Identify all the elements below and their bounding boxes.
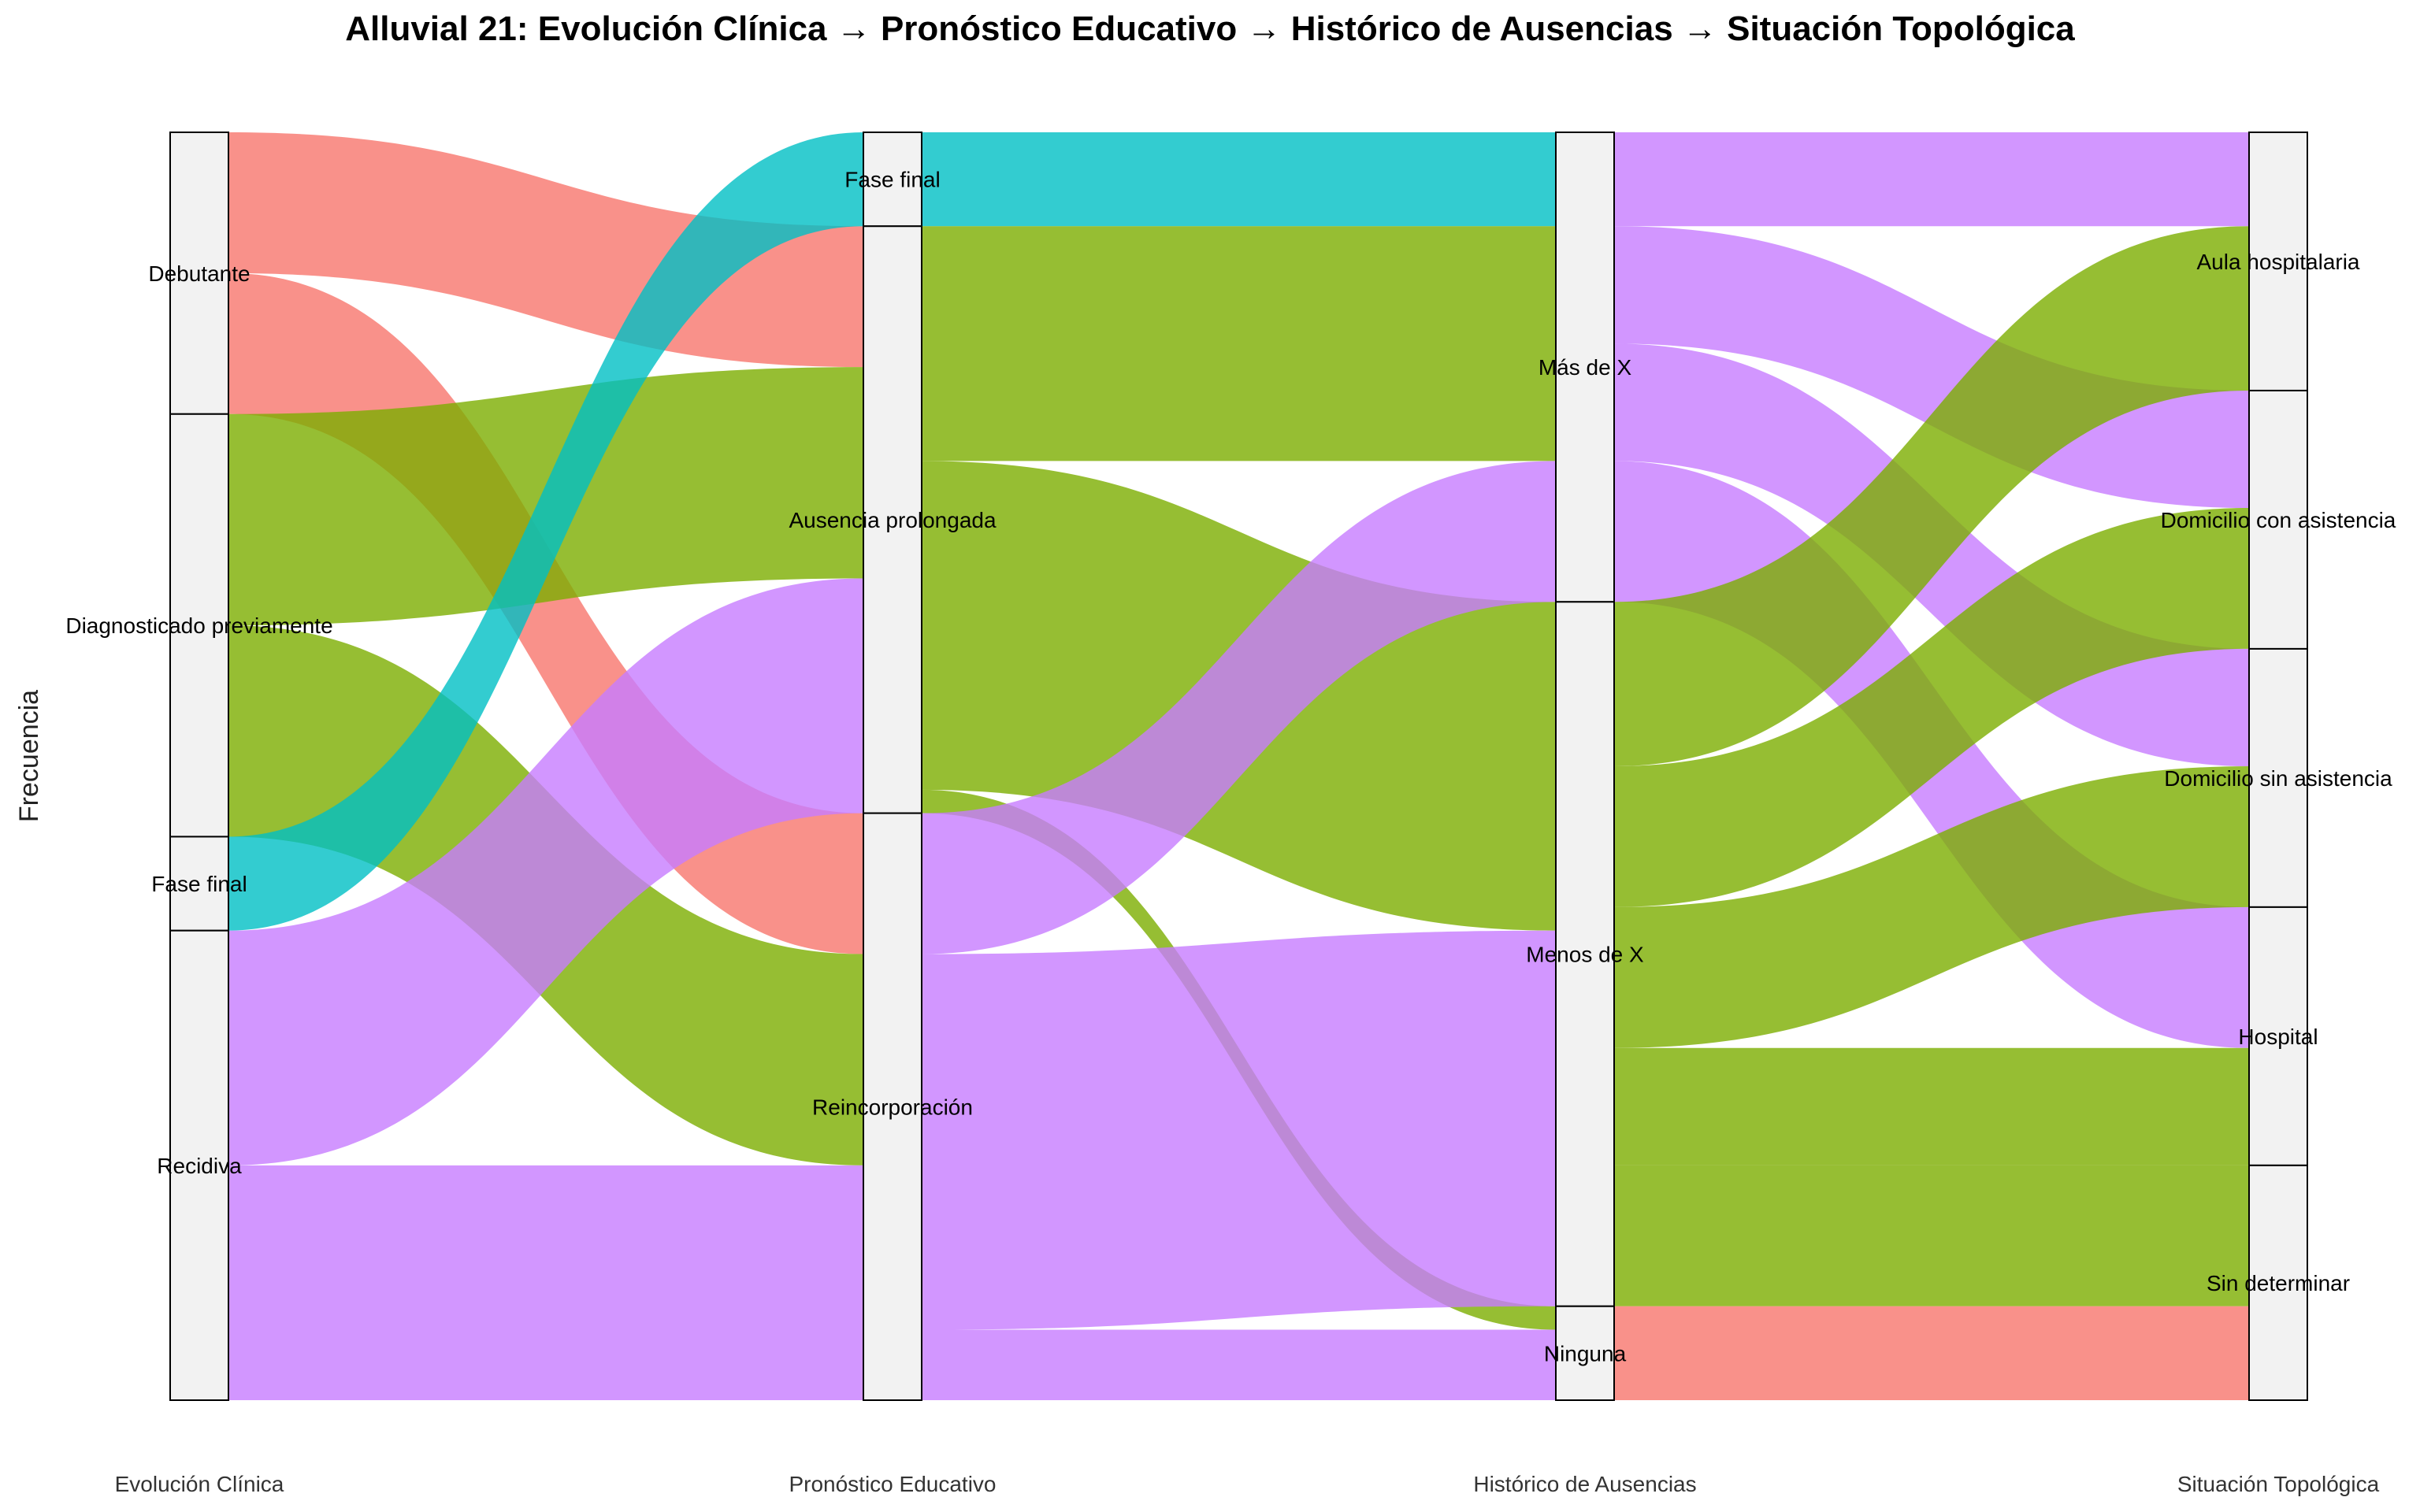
flow-recidiva-to-reincorporacion (228, 1165, 863, 1400)
flow-menos-de-x-to-hospital (1614, 1047, 2249, 1166)
stratum-historico-de-ausencias-mas-de-x (1555, 132, 1615, 603)
stratum-evolucion-clinica-diagnosticado-previamente (169, 413, 229, 838)
stratum-label-reincorporacion: Reincorporación (812, 1095, 973, 1119)
flow-menos-de-x-to-domicilio-con-asistencia (1614, 508, 2249, 907)
stratum-label-aula-hospitalaria: Aula hospitalaria (2196, 250, 2359, 274)
stratum-label-ausencia-prolongada: Ausencia prolongada (789, 508, 997, 532)
flow-recidiva-to-ausencia-prolongada (228, 578, 863, 1166)
stratum-pronostico-educativo-reincorporacion (863, 812, 922, 1401)
flow-menos-de-x-to-aula-hospitalaria (1614, 226, 2249, 766)
stratum-pronostico-educativo-ausencia-prolongada (863, 225, 922, 814)
stratum-label-diagnosticado-previamente: Diagnosticado previamente (65, 613, 332, 638)
stratum-label-menos-de-x: Menos de X (1526, 943, 1644, 967)
flow-reincorporacion-to-ninguna (922, 1329, 1556, 1400)
stratum-situacion-topologica-domicilio-con-asistencia (2248, 389, 2308, 650)
stratum-label-domicilio-con-asistencia: Domicilio con asistencia (2161, 508, 2396, 532)
flow-mas-de-x-to-aula-hospitalaria (1614, 132, 2249, 227)
flow-debutante-to-ausencia-prolongada (228, 132, 863, 368)
flow-ausencia-prolongada-to-mas-de-x (922, 226, 1556, 461)
strata-layer (169, 132, 2308, 1402)
stratum-situacion-topologica-hospital (2248, 906, 2308, 1166)
axis-label-pronostico-educativo: Pronóstico Educativo (789, 1472, 996, 1496)
stratum-situacion-topologica-sin-determinar (2248, 1164, 2308, 1401)
stratum-evolucion-clinica-recidiva (169, 929, 229, 1402)
stratum-label-fase-final: Fase final (151, 872, 247, 896)
axis-label-situacion-topologica: Situación Topológica (2177, 1472, 2380, 1496)
chart-title: Alluvial 21: Evolución Clínica → Pronóst… (345, 9, 2075, 48)
stratum-label-fase-final: Fase final (844, 168, 940, 192)
flow-menos-de-x-to-sin-determinar (1614, 1165, 2249, 1306)
flow-fase-final-to-fase-final (228, 132, 863, 931)
flows-layer (228, 132, 2249, 1400)
flow-fase-final-to-mas-de-x (922, 132, 1556, 227)
stratum-label-mas-de-x: Más de X (1538, 355, 1632, 380)
axis-label-evolucion-clinica: Evolución Clínica (115, 1472, 284, 1496)
flow-mas-de-x-to-domicilio-con-asistencia (1614, 226, 2249, 509)
stratum-label-recidiva: Recidiva (157, 1154, 242, 1178)
stratum-label-hospital: Hospital (2238, 1025, 2318, 1049)
flow-reincorporacion-to-menos-de-x (922, 930, 1556, 1330)
stratum-historico-de-ausencias-ninguna (1555, 1305, 1615, 1401)
stratum-label-sin-determinar: Sin determinar (2207, 1271, 2350, 1295)
stratum-situacion-topologica-domicilio-sin-asistencia (2248, 647, 2308, 908)
axis-label-historico-de-ausencias: Histórico de Ausencias (1473, 1472, 1696, 1496)
flow-menos-de-x-to-domicilio-sin-asistencia (1614, 766, 2249, 1048)
stratum-label-debutante: Debutante (148, 261, 250, 286)
flow-ninguna-to-sin-determinar (1614, 1306, 2249, 1400)
y-axis-label: Frecuencia (14, 690, 44, 822)
flow-reincorporacion-to-mas-de-x (922, 461, 1556, 954)
stratum-label-ninguna: Ninguna (1544, 1341, 1627, 1366)
stratum-label-domicilio-sin-asistencia: Domicilio sin asistencia (2164, 766, 2392, 791)
